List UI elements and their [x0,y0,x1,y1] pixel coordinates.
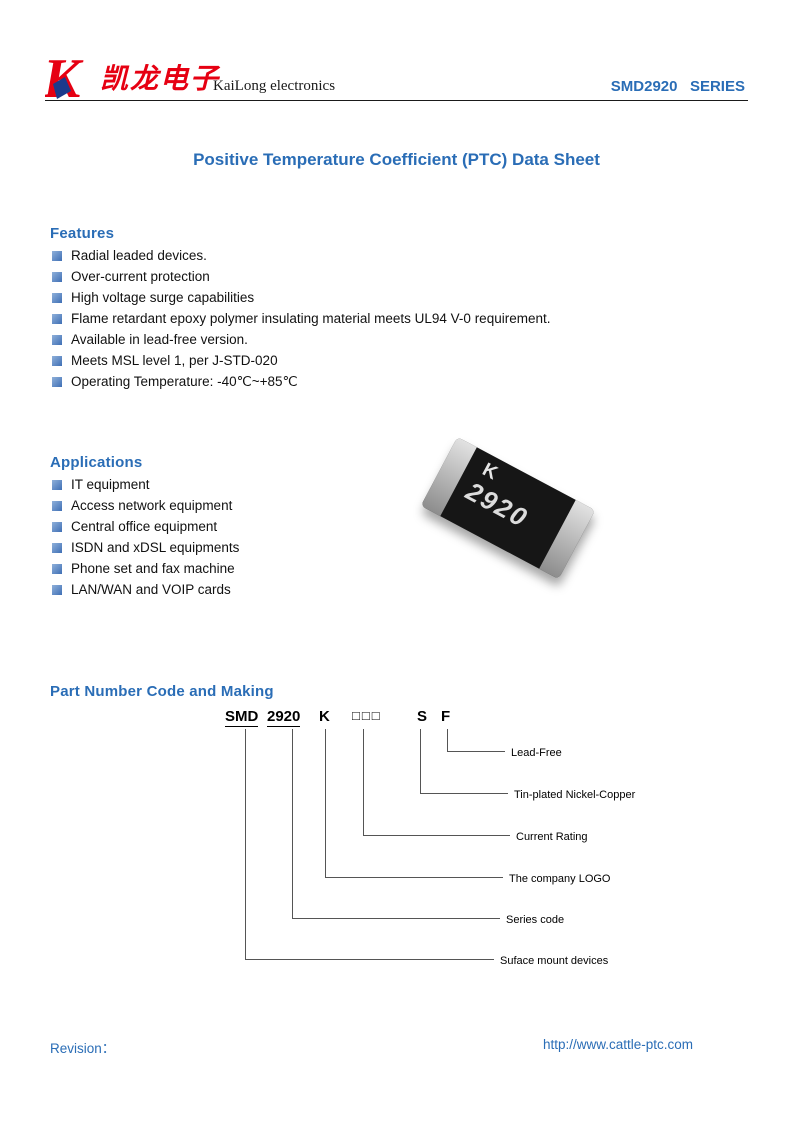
features-list: Radial leaded devices. Over-current prot… [52,245,550,392]
features-heading: Features [50,225,115,242]
pn-label-lead-free: Lead-Free [511,747,562,759]
part-number-heading: Part Number Code and Making [50,683,274,700]
header-divider [45,100,748,101]
feature-text: Flame retardant epoxy polymer insulating… [71,311,551,326]
website-link[interactable]: http://www.cattle-ptc.com [543,1037,694,1052]
bullet-square-icon [52,563,62,574]
pn-code-smd: SMD [225,708,259,727]
applications-list: IT equipment Access network equipment Ce… [52,474,239,600]
list-item: Meets MSL level 1, per J-STD-020 [52,350,550,371]
list-item: Over-current protection [52,266,550,287]
feature-text: High voltage surge capabilities [71,290,255,305]
feature-text: Meets MSL level 1, per J-STD-020 [71,353,278,368]
bullet-square-icon [52,376,62,387]
bullet-square-icon [52,521,62,532]
applications-heading: Applications [50,454,143,471]
application-text: IT equipment [71,477,150,492]
application-text: Access network equipment [71,498,233,513]
pn-label-series-code: Series code [506,914,565,926]
chip-terminal-right [539,499,596,580]
bullet-square-icon [52,479,62,490]
component-photo: K 2920 [420,436,600,580]
smd-chip-image: K 2920 [420,436,596,580]
pn-code-2920: 2920 [267,708,301,727]
pn-code-f: F [441,708,451,725]
list-item: Operating Temperature: -40℃~+85℃ [52,371,550,392]
pn-code-rating-boxes: □□□ [352,708,382,723]
list-item: Available in lead-free version. [52,329,550,350]
list-item: IT equipment [52,474,239,495]
pn-label-company-logo: The company LOGO [509,873,611,885]
list-item: High voltage surge capabilities [52,287,550,308]
company-logo-icon: K [42,48,97,110]
pn-label-surface-mount: Suface mount devices [500,955,609,967]
connector-line-smd [245,729,494,960]
application-text: Central office equipment [71,519,218,534]
feature-text: Radial leaded devices. [71,248,207,263]
application-text: ISDN and xDSL equipments [71,540,240,555]
page-title: Positive Temperature Coefficient (PTC) D… [193,150,600,169]
bullet-square-icon [52,584,62,595]
brand-english-name: KaiLong electronics [213,78,336,94]
feature-text: Available in lead-free version. [71,332,248,347]
pn-code-logo: K [319,708,330,725]
connector-line-lead-free [447,729,505,752]
list-item: LAN/WAN and VOIP cards [52,579,239,600]
connector-line-plating [420,729,508,794]
application-text: LAN/WAN and VOIP cards [71,582,231,597]
chip-marking: K 2920 [461,457,544,533]
pn-label-plating: Tin-plated Nickel-Copper [514,789,636,801]
bullet-square-icon [52,271,62,282]
list-item: Flame retardant epoxy polymer insulating… [52,308,550,329]
brand-chinese-name: 凯龙电子 [100,64,221,95]
application-text: Phone set and fax machine [71,561,235,576]
list-item: Radial leaded devices. [52,245,550,266]
connector-line-series-code [292,729,500,919]
connector-line-current-rating [363,729,510,836]
bullet-square-icon [52,313,62,324]
bullet-square-icon [52,355,62,366]
list-item: ISDN and xDSL equipments [52,537,239,558]
pn-label-current-rating: Current Rating [516,831,588,843]
list-item: Central office equipment [52,516,239,537]
bullet-square-icon [52,500,62,511]
list-item: Phone set and fax machine [52,558,239,579]
pn-code-s: S [417,708,428,725]
feature-text: Operating Temperature: -40℃~+85℃ [71,373,298,389]
series-label: SMD2920 SERIES [610,78,745,95]
feature-text: Over-current protection [71,269,210,284]
bullet-square-icon [52,292,62,303]
revision-label: Revision： [50,1041,116,1056]
svg-text:K: K [45,51,84,103]
bullet-square-icon [52,542,62,553]
bullet-square-icon [52,334,62,345]
list-item: Access network equipment [52,495,239,516]
bullet-square-icon [52,250,62,261]
connector-line-logo [325,729,503,878]
